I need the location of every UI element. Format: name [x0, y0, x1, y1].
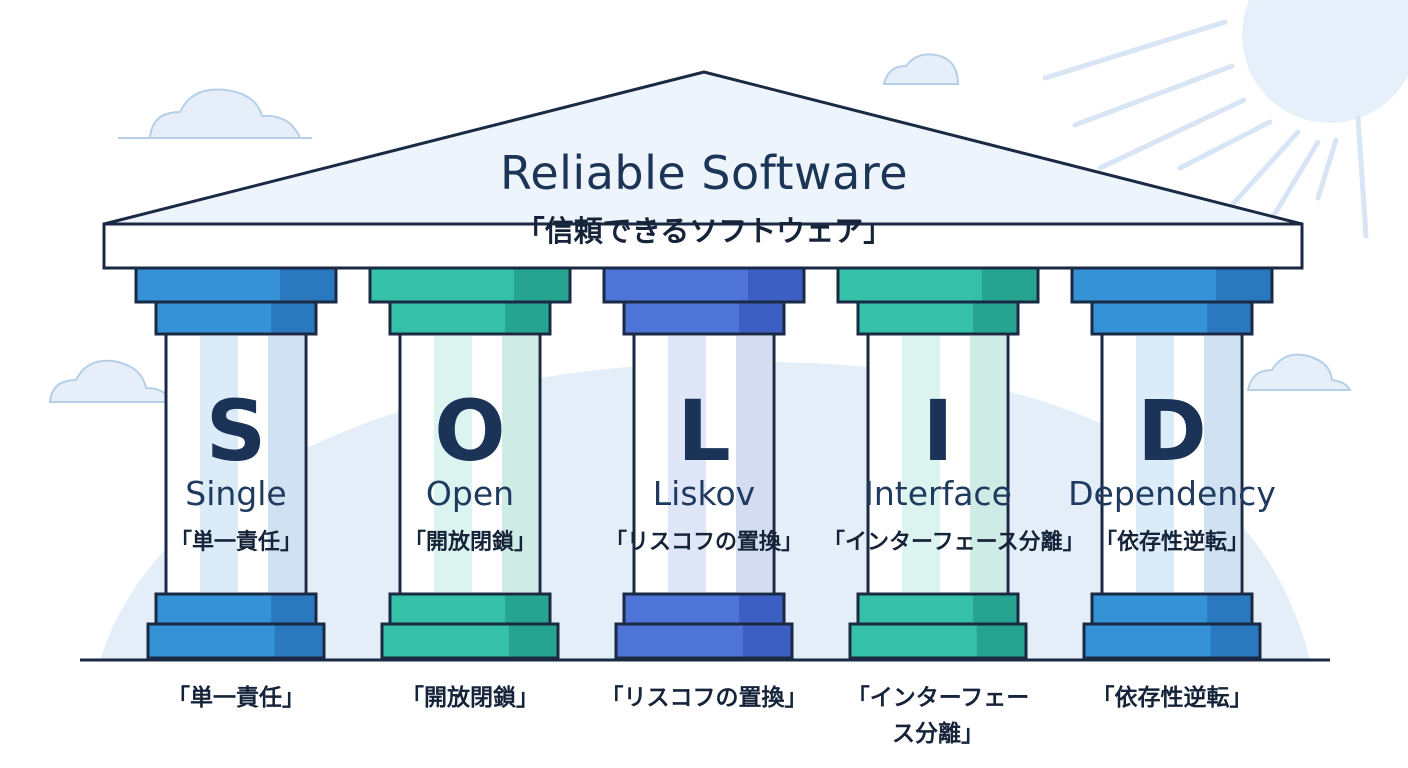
cloud-icon: [882, 53, 960, 85]
temple-roof: [102, 70, 1304, 270]
pillar-english-interface: Interface: [864, 474, 1012, 513]
pillar-letter-i: I: [922, 382, 954, 480]
bottom-caption-liskov: 「リスコフの置換」: [600, 685, 808, 711]
pillar-english-dependency: Dependency: [1068, 474, 1276, 513]
bottom-caption-open: 「開放閉鎖」: [401, 685, 539, 711]
pillar-japanese-open: 「開放閉鎖」: [403, 530, 536, 555]
cloud-icon: [148, 88, 302, 139]
pillar-japanese-interface: 「インターフェース分離」: [823, 530, 1085, 555]
pillar-open: [368, 266, 572, 660]
pillar-dependency: [1070, 266, 1274, 660]
pillar-letter-o: O: [434, 382, 506, 480]
pillar-english-single: Single: [185, 474, 287, 513]
pillar-letter-s: S: [205, 382, 267, 480]
pillar-japanese-dependency: 「依存性逆転」: [1094, 530, 1249, 555]
pillar-liskov: [602, 266, 806, 660]
pillar-english-open: Open: [425, 474, 515, 513]
bottom-caption-dependency: 「依存性逆転」: [1091, 685, 1253, 711]
sun-icon: [1042, 0, 1408, 239]
pillar-single: [134, 266, 338, 660]
cloud-icon: [48, 359, 172, 403]
bottom-caption-single: 「単一責任」: [167, 685, 305, 711]
pillar-letter-l: L: [677, 382, 731, 480]
title-japanese: 「信頼できるソフトウェア」: [515, 214, 893, 248]
title-english: Reliable Software: [499, 146, 909, 200]
bottom-caption-interface: 「インターフェース分離」: [846, 685, 1030, 747]
pillar-japanese-single: 「単一責任」: [169, 530, 302, 555]
pillar-english-liskov: Liskov: [652, 474, 756, 513]
cloud-icon: [1246, 353, 1352, 391]
pillar-letter-d: D: [1137, 382, 1207, 480]
pillar-japanese-liskov: 「リスコフの置換」: [604, 530, 803, 555]
pillar-interface: [836, 266, 1040, 660]
